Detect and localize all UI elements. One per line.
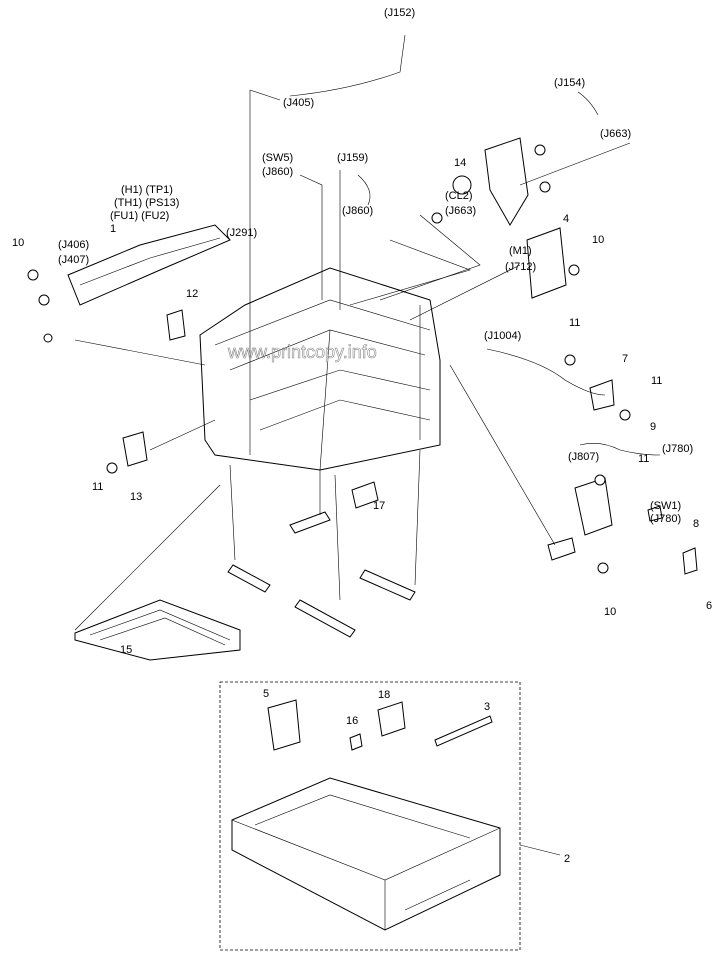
callout-label: (J860) [342, 205, 373, 217]
screws [27, 144, 631, 574]
part-16 [349, 733, 363, 751]
callout-label: (J780) [650, 513, 681, 525]
callout-label: (J405) [283, 97, 314, 109]
part-18 [377, 701, 406, 737]
rail [227, 564, 271, 593]
callout-label: (J663) [600, 128, 631, 140]
callout-label: 2 [564, 853, 570, 865]
part-8 [647, 505, 663, 522]
callout-label: (FU1) (FU2) [110, 210, 169, 222]
callout-label: (J406) [58, 239, 89, 251]
callout-label: 5 [263, 688, 269, 700]
cable-9 [579, 443, 661, 456]
motor-assembly [526, 227, 567, 299]
gear-14 [452, 175, 472, 195]
rail [294, 599, 356, 638]
bracket-lower-right [547, 537, 576, 561]
rail [359, 569, 416, 601]
cable-j159-j860 [357, 174, 371, 206]
printer-body [199, 267, 441, 471]
callout-label: 17 [373, 500, 385, 512]
callout-label: 6 [706, 600, 712, 612]
callout-label: 15 [120, 644, 132, 656]
callout-labels: (J152) (J405) (J154) (J663) (SW5) (J860) (J159… [12, 7, 712, 865]
callout-label: (J1004) [484, 330, 521, 342]
cable-j152-j405 [289, 34, 406, 97]
callout-label: 18 [378, 689, 390, 701]
callout-label: 10 [12, 237, 24, 249]
part-5 [267, 699, 301, 751]
callout-label: (J291) [226, 227, 257, 239]
callout-label: (J152) [384, 7, 415, 19]
callout-label: 10 [604, 606, 616, 618]
callout-label: (J154) [554, 77, 585, 89]
tray-kit-box [219, 681, 521, 951]
callout-label: (J407) [58, 254, 89, 266]
callout-label: 11 [651, 375, 662, 387]
output-tray-15 [74, 599, 241, 661]
callout-label: 10 [592, 234, 604, 246]
callout-label: 12 [186, 288, 198, 300]
part-6 [682, 547, 698, 575]
callout-label: (J807) [568, 451, 599, 463]
callout-label: (TH1) (PS13) [114, 197, 179, 209]
callout-label: (CL2) [445, 190, 473, 202]
callout-label: 9 [650, 421, 656, 433]
part-3 [434, 715, 493, 747]
callout-label: (SW5) [262, 152, 293, 164]
switch-assembly [574, 477, 613, 536]
part-12 [166, 309, 186, 341]
rail [289, 511, 331, 534]
watermark: www.printcopy.info [227, 342, 377, 362]
leader-lines [74, 89, 631, 631]
callout-label: (J663) [445, 205, 476, 217]
part-17 [351, 481, 379, 509]
callout-label: (J860) [262, 166, 293, 178]
callout-label: (SW1) [650, 500, 681, 512]
callout-label: 11 [92, 481, 103, 493]
callout-label: 3 [484, 701, 490, 713]
callout-label: (M1) [509, 245, 532, 257]
part-13 [122, 431, 148, 467]
callout-label: (J780) [662, 443, 693, 455]
callout-label: 11 [569, 317, 580, 329]
callout-label: 1 [110, 223, 116, 235]
drive-bracket [484, 137, 529, 226]
callout-label: 16 [346, 715, 358, 727]
callout-label: 14 [454, 157, 466, 169]
callout-label: 7 [622, 353, 628, 365]
callout-label: 8 [693, 518, 699, 530]
callout-label: (J159) [337, 152, 368, 164]
cable-j154-j663 [577, 91, 599, 116]
callout-label: 4 [563, 213, 569, 225]
cable-j1004 [486, 348, 606, 396]
paper-tray [231, 777, 501, 931]
clutch-cl2 [431, 212, 443, 224]
fuser-assembly [67, 224, 231, 306]
callout-label: (H1) (TP1) [121, 184, 173, 196]
callout-label: 13 [130, 491, 142, 503]
callout-label: (J712) [505, 261, 536, 273]
callout-label: 11 [638, 453, 649, 465]
